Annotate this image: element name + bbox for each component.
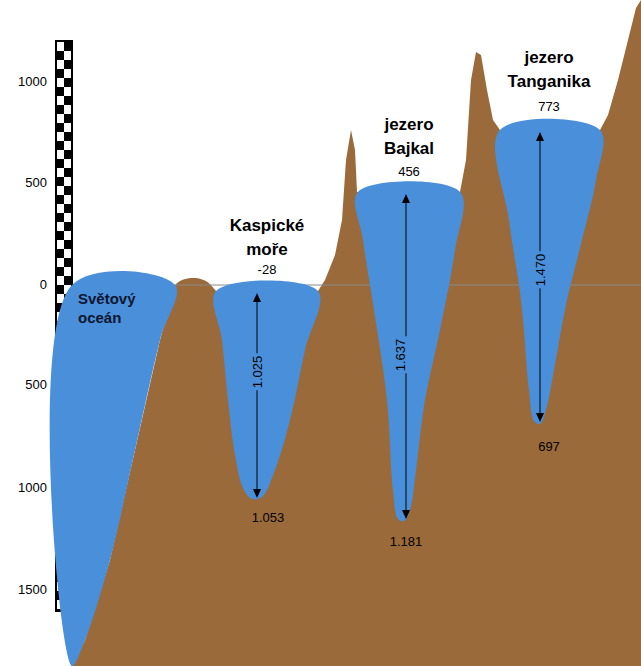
scale-label: 1500: [0, 582, 47, 598]
arrow-head: [536, 132, 544, 141]
water: [213, 280, 320, 499]
scale-check: [57, 42, 64, 51]
scale-check: [57, 96, 64, 105]
water: [495, 119, 604, 424]
lake-name: Kaspické moře: [230, 214, 305, 262]
depth-value: 1.637: [393, 337, 408, 374]
lake-body: jezero Tanganika 773 1.470 697: [485, 40, 610, 465]
depth-value: 1.470: [533, 252, 548, 289]
scale-check: [57, 150, 64, 159]
scale-label: 500: [0, 377, 47, 393]
water-shape: [72, 285, 177, 666]
scale-check: [57, 240, 64, 249]
scale-check: [57, 204, 64, 213]
bottom-depth: 1.181: [390, 534, 423, 550]
scale-check: [57, 276, 64, 285]
ocean-body: Světový oceán: [72, 285, 177, 666]
water: [50, 271, 177, 666]
scale-check: [64, 231, 71, 240]
bottom-depth: 1.053: [252, 510, 285, 526]
scale-check: [57, 222, 64, 231]
surface-altitude: 456: [398, 164, 420, 180]
scale-check: [64, 123, 71, 132]
bottom-depth: 697: [538, 439, 560, 455]
arrow-head: [402, 194, 410, 203]
depth-arrow: [257, 299, 258, 492]
scale-check: [64, 177, 71, 186]
scale-check: [64, 69, 71, 78]
lake-body: Kaspické moře-28 1.025 1.053: [200, 205, 340, 535]
scale-label: 500: [0, 175, 47, 191]
scale-check: [57, 60, 64, 69]
lake-body: jezero Bajkal 456 1.637 1.181: [345, 105, 470, 560]
ocean-name: Světový oceán: [78, 289, 136, 327]
scale-check: [64, 213, 71, 222]
scale-check: [57, 186, 64, 195]
scale-check: [57, 114, 64, 123]
surface-altitude: -28: [258, 262, 277, 278]
lake-name: jezero Bajkal: [384, 113, 434, 161]
scale-label: 1000: [0, 74, 47, 90]
scale-label: 0: [0, 277, 47, 293]
scale-check: [64, 249, 71, 258]
arrow-head: [253, 293, 261, 302]
scale-check: [57, 258, 64, 267]
scale-check: [64, 267, 71, 276]
surface-altitude: 773: [538, 99, 560, 115]
scale-check: [57, 168, 64, 177]
scale-check: [57, 132, 64, 141]
depth-value: 1.025: [250, 354, 265, 391]
arrow-head: [253, 489, 261, 498]
scale-label: 1000: [0, 480, 47, 496]
arrow-head: [402, 510, 410, 519]
lake-name: jezero Tanganika: [508, 46, 591, 94]
water: [355, 181, 464, 521]
scale-check: [64, 87, 71, 96]
scale-check: [64, 159, 71, 168]
scale-check: [64, 105, 71, 114]
scale-check: [64, 195, 71, 204]
scale-check: [64, 51, 71, 60]
scale-check: [57, 78, 64, 87]
arrow-head: [536, 413, 544, 422]
scale-check: [64, 141, 71, 150]
